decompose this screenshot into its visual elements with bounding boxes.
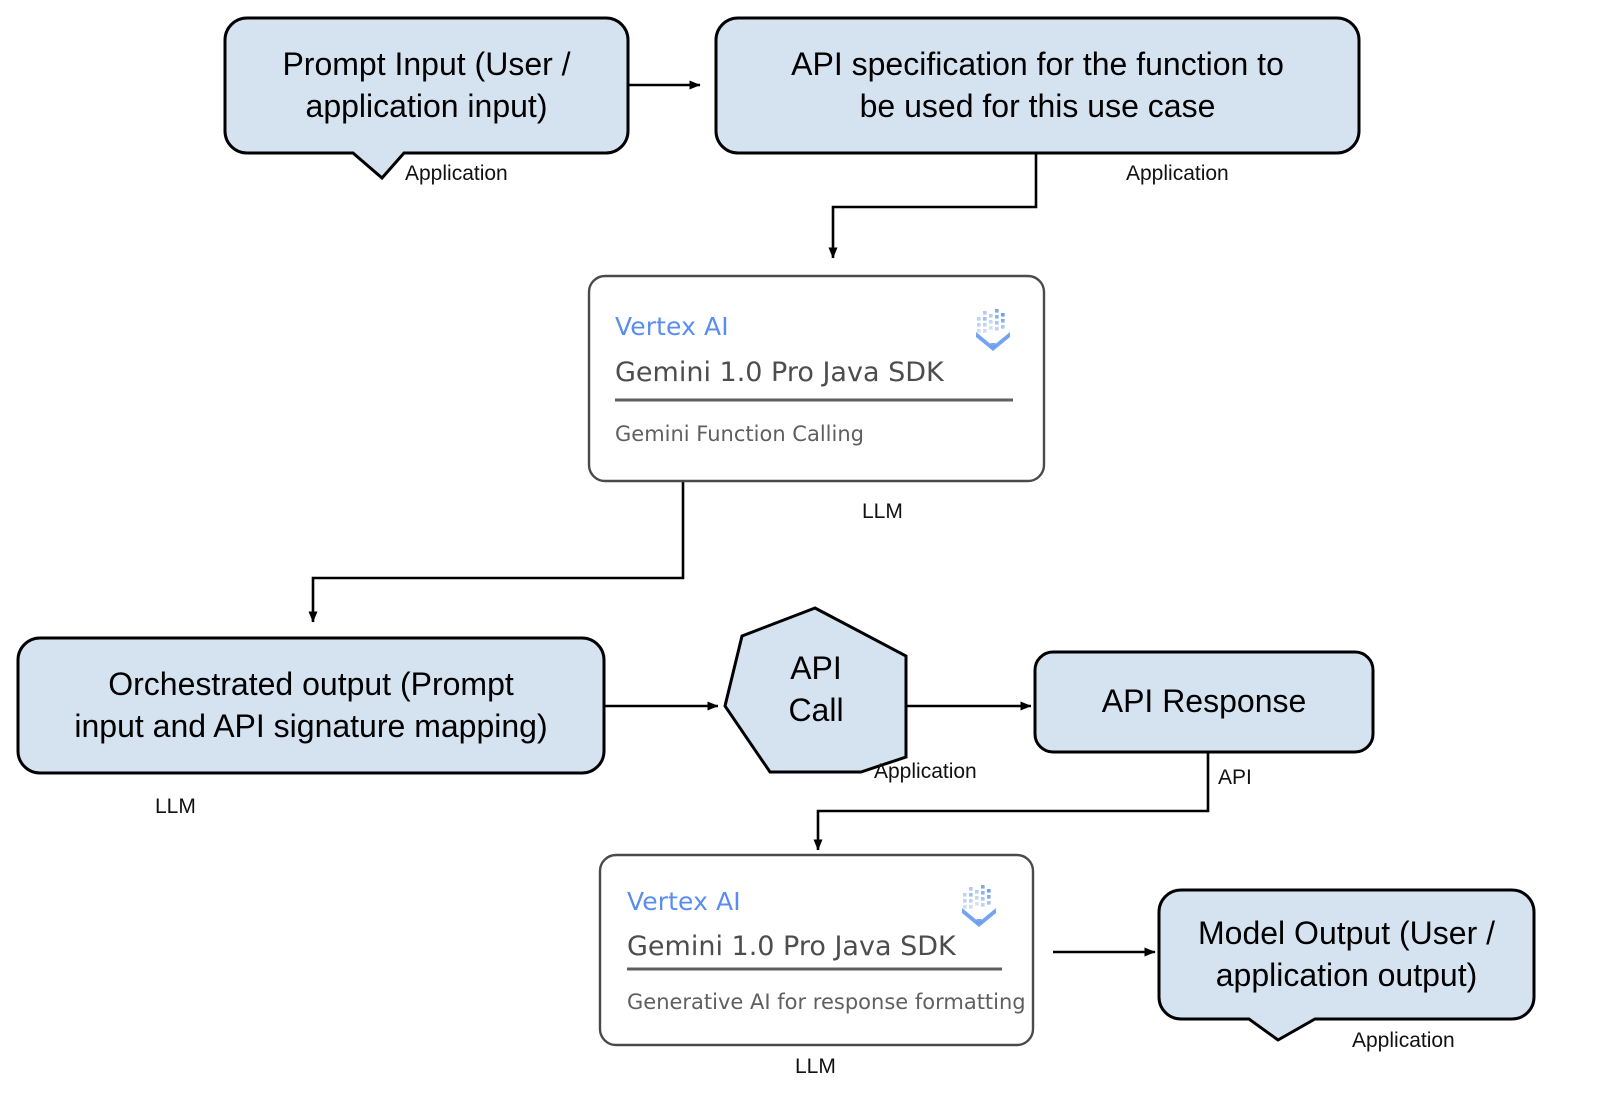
vertex-ai-card-2-lane-label: LLM — [795, 1055, 836, 1078]
vertex-ai-card-1[interactable]: Vertex AI Gemini 1.0 Pro Java SDK Gemini… — [589, 276, 1044, 481]
vertex-ai-icon — [969, 304, 1017, 352]
node-shape-prompt-input[interactable] — [223, 16, 630, 181]
vertex-ai-card-1-lane-label: LLM — [862, 500, 903, 523]
api-call-lane-label: Application — [874, 760, 977, 783]
card-rules-layer — [615, 398, 1013, 971]
edge-response-to-vertex2 — [813, 752, 1210, 851]
node-shape-vertex-card-1[interactable] — [587, 274, 1046, 483]
vertex-ai-card-1-title: Gemini 1.0 Pro Java SDK — [615, 357, 944, 388]
vertex-ai-card-2-subtitle: Generative AI for response formatting — [627, 990, 1026, 1014]
node-shape-api-specification[interactable] — [714, 16, 1361, 155]
orchestrated-output-lane-label: LLM — [155, 795, 196, 818]
edge-spec-to-vertex — [828, 153, 1038, 259]
model-output-lane-label: Application — [1352, 1029, 1455, 1052]
edges-layer — [308, 80, 1210, 957]
node-shape-api-call[interactable] — [723, 606, 908, 774]
vertex-ai-card-2[interactable]: Vertex AI Gemini 1.0 Pro Java SDK Genera… — [600, 855, 1033, 1045]
node-shape-orchestrated-output[interactable] — [16, 636, 606, 775]
vertex-ai-card-2-title: Gemini 1.0 Pro Java SDK — [627, 931, 956, 962]
vertex-ai-card-2-brand: Vertex AI — [627, 887, 741, 916]
vertex-ai-card-1-subtitle: Gemini Function Calling — [615, 422, 864, 446]
api-specification-lane-label: Application — [1126, 162, 1229, 185]
nodes-layer — [16, 16, 1536, 1047]
node-shape-vertex-card-2[interactable] — [598, 853, 1035, 1047]
api-response-lane-label: API — [1218, 766, 1252, 789]
vertex-ai-icon — [955, 880, 1003, 928]
edge-vertex-to-orchestrated — [308, 481, 685, 623]
node-shape-api-response[interactable] — [1033, 650, 1375, 754]
vertex-ai-card-1-brand: Vertex AI — [615, 312, 729, 341]
node-shape-model-output[interactable] — [1157, 888, 1536, 1042]
prompt-input-lane-label: Application — [405, 162, 508, 185]
